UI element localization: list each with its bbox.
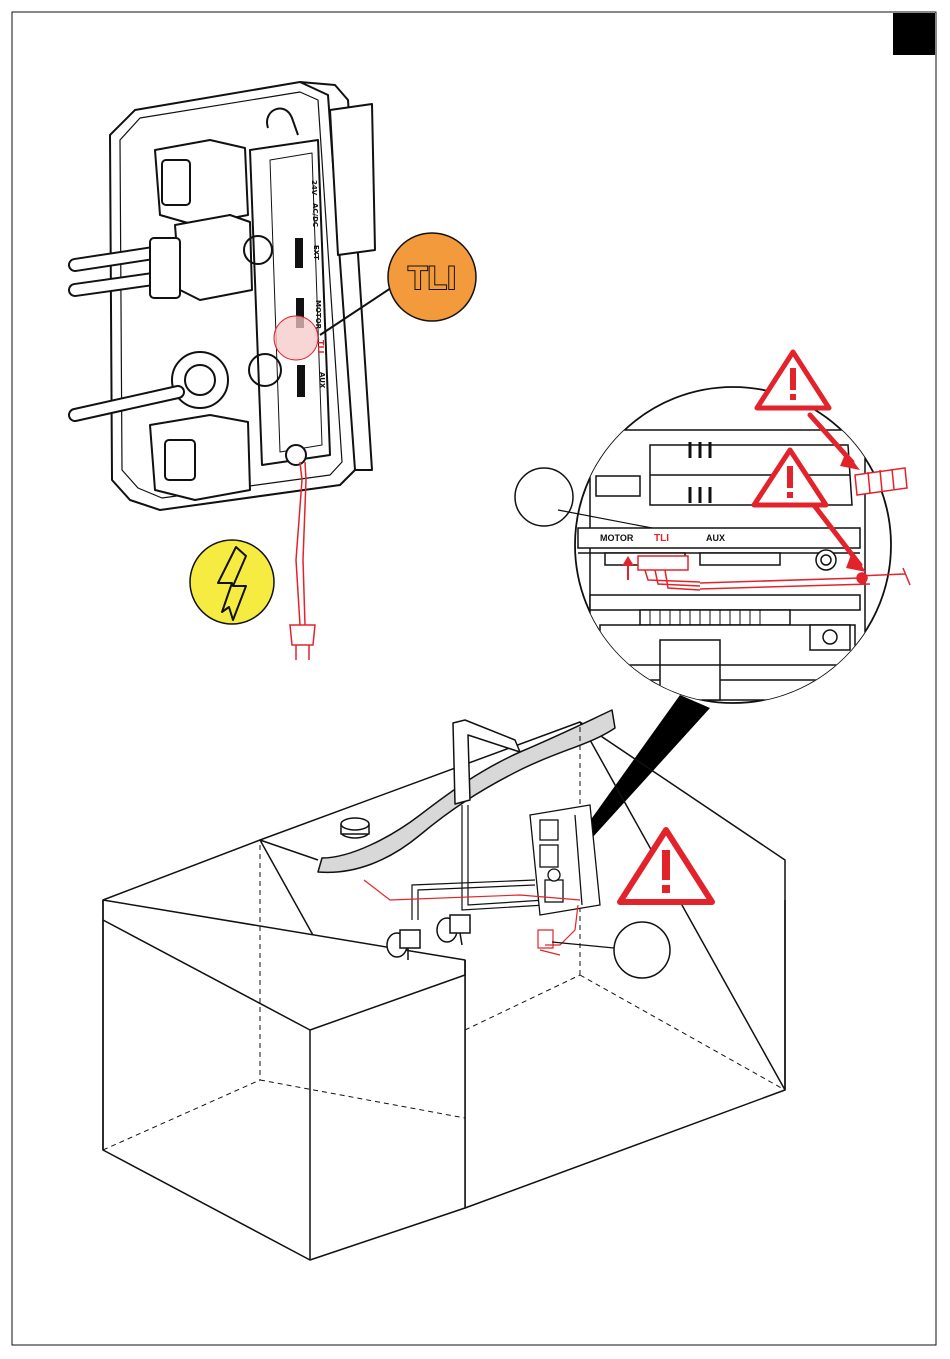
control-unit [75,82,375,510]
detail-port-aux: AUX [706,533,725,543]
port-label-24v: 24V [310,180,318,196]
warning-triangle-icon [620,830,712,902]
lightning-bolt-icon [190,540,274,624]
callout-leader-socket [552,942,614,948]
callout-circle-socket [614,922,670,978]
detail-port-tli: TLI [654,533,669,544]
tli-badge-label: TLI [408,260,456,296]
port-label-ext: EXT [312,245,320,260]
tli-port-highlight [274,316,318,360]
corner-tab [893,13,935,55]
cabinet [103,710,785,1260]
port-label-motor: MOTOR [314,300,322,330]
port-label-acdc: AC/DC [311,203,319,227]
callout-circle-detail [515,468,573,526]
port-label-aux: AUX [318,372,326,389]
tli-port-label-vertical: TLI [316,340,325,354]
detail-port-motor: MOTOR [600,533,634,543]
warning-triangle-icon [757,352,829,408]
